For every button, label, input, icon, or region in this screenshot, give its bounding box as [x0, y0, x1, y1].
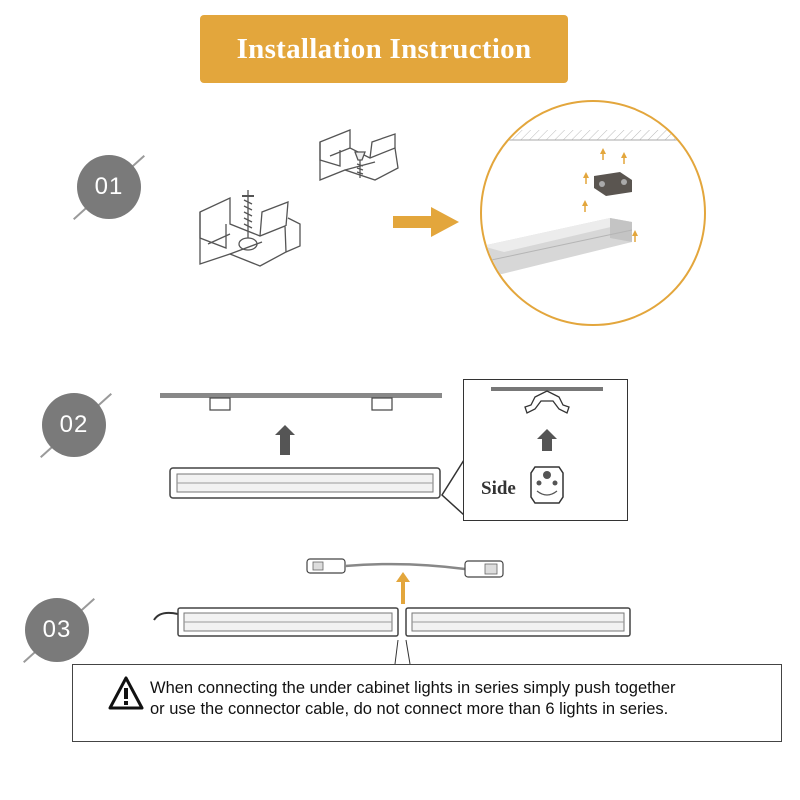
warning-text: When connecting the under cabinet lights… [150, 678, 770, 720]
fixture-profile [530, 466, 564, 504]
screw-lower [242, 190, 254, 238]
side-clip [524, 390, 570, 414]
up-arrow-icon [537, 429, 557, 451]
step-badge-1: 01 [77, 155, 141, 219]
warning-line-1: When connecting the under cabinet lights… [150, 679, 676, 697]
step-number-3: 03 [42, 616, 72, 643]
warning-line-2: or use the connector cable, do not conne… [150, 700, 669, 718]
step-number-2: 02 [59, 411, 89, 438]
detail-circle [480, 100, 706, 326]
orange-up-arrow-icon [396, 572, 410, 604]
warning-triangle-icon [108, 676, 144, 710]
step-badge-2: 02 [42, 393, 106, 457]
side-label: Side [481, 478, 516, 499]
connector-cable [306, 558, 504, 578]
title-banner: Installation Instruction [200, 15, 568, 83]
warning-box [72, 664, 782, 742]
callout-pointer [441, 460, 465, 516]
up-arrows-icon [582, 148, 638, 242]
mounting-clips [209, 397, 393, 411]
light-fixture [169, 467, 441, 499]
detail-illustration [482, 130, 704, 274]
light-bar [482, 218, 633, 274]
light-fixture-right [405, 607, 631, 637]
step-2-illustration [160, 393, 442, 499]
cabinet-surface [160, 393, 442, 398]
lights-in-series [153, 607, 631, 665]
mounting-clips-illustration [199, 129, 399, 267]
step-badge-3: 03 [25, 598, 89, 662]
mounting-bracket [594, 172, 632, 196]
ceiling-surface [482, 130, 704, 140]
page-title: Installation Instruction [236, 32, 532, 65]
step-number-1: 01 [94, 173, 124, 200]
power-cord [153, 611, 179, 621]
orange-arrow-icon [393, 207, 459, 237]
screw-upper [354, 151, 366, 178]
side-view-illustration [491, 387, 603, 504]
light-fixture-left [177, 607, 399, 637]
callout-lines [394, 639, 411, 665]
mounting-clip-large [199, 196, 301, 267]
up-arrow-icon [275, 425, 295, 455]
